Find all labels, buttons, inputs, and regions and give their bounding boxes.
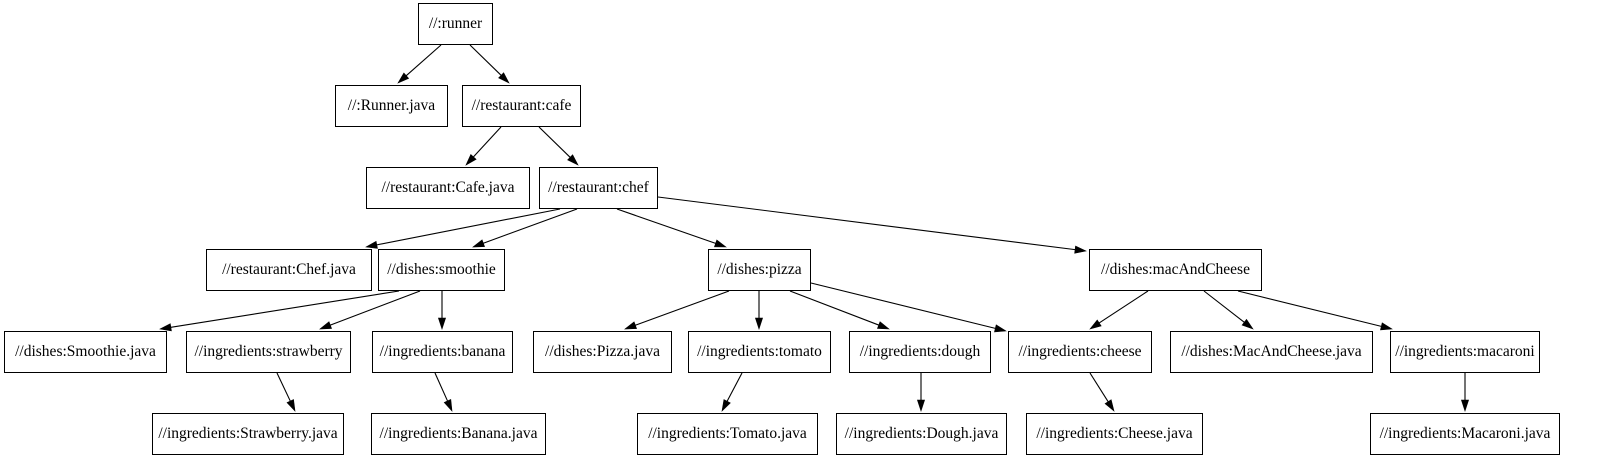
graph-node-chef_java[interactable]: //restaurant:Chef.java (206, 249, 372, 291)
graph-node-cafe_java[interactable]: //restaurant:Cafe.java (366, 167, 530, 209)
graph-edge-arrowhead (159, 323, 172, 332)
graph-edge-dishes_macandchs-to-ing_macaroni (1237, 290, 1382, 327)
graph-node-label: //ingredients:Tomato.java (648, 425, 807, 443)
graph-edge-arrowhead (994, 324, 1007, 333)
graph-node-label: //restaurant:chef (548, 179, 649, 197)
graph-edge-dishes_macandchs-to-macandcheese_java (1203, 290, 1245, 323)
graph-node-dishes_smoothie[interactable]: //dishes:smoothie (378, 249, 505, 291)
graph-node-ing_macaroni[interactable]: //ingredients:macaroni (1390, 331, 1540, 373)
graph-node-banana_java[interactable]: //ingredients:Banana.java (371, 413, 546, 455)
graph-node-label: //restaurant:Chef.java (222, 261, 356, 279)
graph-node-label: //ingredients:Dough.java (844, 425, 999, 443)
graph-edge-arrowhead (877, 321, 890, 330)
graph-edge-ing_banana-to-banana_java (434, 372, 449, 402)
graph-node-label: //ingredients:strawberry (194, 343, 343, 361)
graph-node-dough_java[interactable]: //ingredients:Dough.java (836, 413, 1007, 455)
graph-edge-arrowhead (1104, 399, 1115, 412)
graph-node-label: //restaurant:Cafe.java (381, 179, 515, 197)
graph-node-macandcheese_java[interactable]: //dishes:MacAndCheese.java (1170, 331, 1373, 373)
graph-edge-dishes_pizza-to-ing_cheese (810, 282, 996, 329)
graph-edge-arrowhead (624, 321, 637, 330)
graph-edge-arrowhead (397, 72, 410, 84)
graph-node-label: //dishes:pizza (717, 261, 802, 279)
graph-node-label: //:runner (428, 15, 483, 33)
graph-node-label: //ingredients:cheese (1018, 343, 1142, 361)
graph-edge-ing_strawberry-to-strawberry_java (276, 372, 291, 402)
graph-node-label: //restaurant:cafe (471, 97, 572, 115)
graph-node-label: //dishes:Smoothie.java (15, 343, 156, 361)
graph-node-strawberry_java[interactable]: //ingredients:Strawberry.java (152, 413, 344, 455)
graph-edge-restaurant_cafe-to-restaurant_chef (538, 126, 571, 158)
graph-node-label: //ingredients:tomato (697, 343, 822, 361)
graph-node-label: //ingredients:macaroni (1395, 343, 1535, 361)
graph-edge-arrowhead (1089, 319, 1102, 330)
graph-edge-dishes_pizza-to-ing_dough (789, 290, 879, 326)
graph-edge-dishes_macandchs-to-ing_cheese (1098, 290, 1149, 324)
graph-node-label: //ingredients:banana (379, 343, 506, 361)
graph-edge-arrowhead (472, 239, 485, 248)
graph-node-smoothie_java[interactable]: //dishes:Smoothie.java (4, 331, 167, 373)
graph-edge-dishes_smoothie-to-smoothie_java (170, 290, 400, 328)
graph-node-label: //:Runner.java (347, 97, 436, 115)
graph-node-label: //dishes:MacAndCheese.java (1181, 343, 1362, 361)
graph-edge-restaurant_cafe-to-cafe_java (473, 126, 502, 158)
graph-edge-ing_tomato-to-tomato_java (726, 372, 743, 402)
graph-node-label: //ingredients:Macaroni.java (1379, 425, 1551, 443)
graph-edge-arrowhead (721, 399, 731, 412)
graph-node-restaurant_cafe[interactable]: //restaurant:cafe (462, 85, 581, 127)
graph-edge-runner-to-restaurant_cafe (469, 44, 502, 76)
graph-edge-arrowhead (916, 399, 926, 412)
graph-node-macaroni_java[interactable]: //ingredients:Macaroni.java (1370, 413, 1560, 455)
graph-edge-arrowhead (714, 239, 727, 248)
graph-node-ing_banana[interactable]: //ingredients:banana (372, 331, 513, 373)
graph-edge-arrowhead (365, 240, 378, 249)
graph-node-restaurant_chef[interactable]: //restaurant:chef (539, 167, 658, 209)
graph-edge-arrowhead (286, 399, 296, 412)
graph-node-label: //dishes:smoothie (387, 261, 496, 279)
graph-edge-restaurant_chef-to-dishes_macandchs (657, 196, 1076, 251)
graph-edge-arrowhead (465, 153, 477, 166)
graph-node-cheese_java[interactable]: //ingredients:Cheese.java (1026, 413, 1203, 455)
graph-node-runner_java[interactable]: //:Runner.java (335, 85, 448, 127)
graph-node-label: //ingredients:Banana.java (379, 425, 538, 443)
graph-node-tomato_java[interactable]: //ingredients:Tomato.java (637, 413, 818, 455)
graph-node-ing_tomato[interactable]: //ingredients:tomato (688, 331, 831, 373)
graph-node-dishes_macandchs[interactable]: //dishes:macAndCheese (1089, 249, 1262, 291)
graph-edge-arrowhead (319, 321, 332, 330)
graph-edge-arrowhead (1460, 399, 1470, 412)
graph-node-ing_dough[interactable]: //ingredients:dough (849, 331, 991, 373)
graph-node-label: //ingredients:dough (859, 343, 981, 361)
graph-edge-arrowhead (754, 317, 764, 330)
graph-node-runner[interactable]: //:runner (418, 3, 493, 45)
graph-edge-arrowhead (498, 72, 510, 84)
graph-node-dishes_pizza[interactable]: //dishes:pizza (708, 249, 811, 291)
graph-node-label: //ingredients:Cheese.java (1036, 425, 1193, 443)
graph-edge-restaurant_chef-to-dishes_smoothie (483, 208, 578, 244)
graph-edge-runner-to-runner_java (405, 44, 442, 77)
graph-node-ing_cheese[interactable]: //ingredients:cheese (1008, 331, 1152, 373)
graph-node-label: //ingredients:Strawberry.java (158, 425, 338, 443)
graph-edge-dishes_pizza-to-pizza_java (635, 290, 730, 326)
graph-edge-restaurant_chef-to-dishes_pizza (616, 208, 716, 244)
graph-edge-arrowhead (1241, 318, 1254, 330)
graph-edge-ing_cheese-to-cheese_java (1089, 372, 1109, 402)
graph-node-pizza_java[interactable]: //dishes:Pizza.java (533, 331, 672, 373)
graph-edge-arrowhead (437, 317, 447, 330)
graph-edge-restaurant_chef-to-chef_java (376, 208, 561, 246)
graph-node-ing_strawberry[interactable]: //ingredients:strawberry (186, 331, 351, 373)
graph-edge-arrowhead (443, 399, 453, 412)
graph-node-label: //dishes:macAndCheese (1101, 261, 1250, 279)
graph-edge-arrowhead (1380, 322, 1393, 331)
graph-edge-dishes_smoothie-to-ing_strawberry (330, 290, 421, 326)
graph-edge-arrowhead (1074, 245, 1087, 254)
graph-node-label: //dishes:Pizza.java (545, 343, 660, 361)
graph-edge-arrowhead (567, 154, 579, 166)
